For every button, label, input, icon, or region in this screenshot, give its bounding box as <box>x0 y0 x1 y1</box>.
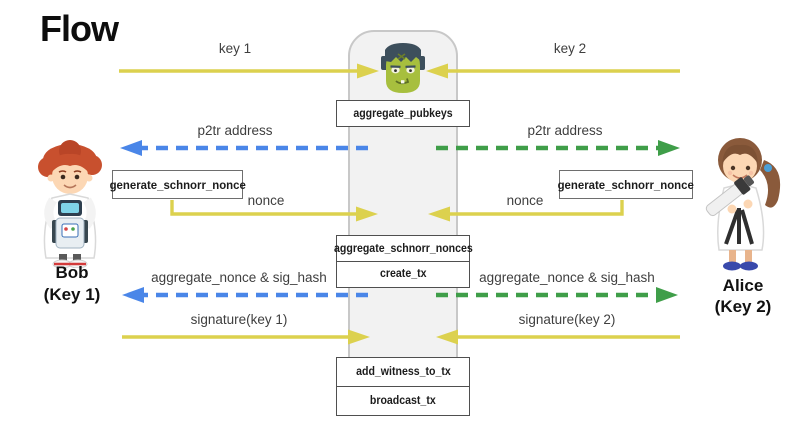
nonce-left-label: nonce <box>247 193 285 208</box>
generate-schnorr-nonce-box-left: generate_schnorr_nonce <box>109 170 246 199</box>
step-broadcast-tx: broadcast_tx <box>336 385 470 416</box>
nonce-right-label: nonce <box>506 193 544 208</box>
p2tr-address-left-label: p2tr address <box>197 123 273 138</box>
signature-key1-label: signature(key 1) <box>190 312 288 327</box>
bob-name-label: Bob <box>55 263 89 282</box>
frankenstein-icon <box>381 43 425 93</box>
box-label: generate_schnorr_nonce <box>109 177 246 192</box>
bob-character-image <box>38 140 102 268</box>
step-create-tx: create_tx <box>336 260 470 288</box>
step-label: aggregate_pubkeys <box>353 107 453 120</box>
step-label: broadcast_tx <box>370 394 436 407</box>
page-title: Flow <box>40 8 119 49</box>
step-label: aggregate_schnorr_nonces <box>333 242 473 255</box>
p2tr-address-left-arrow <box>120 140 368 156</box>
step-aggregate-pubkeys: aggregate_pubkeys <box>336 100 470 127</box>
p2tr-address-right-arrow <box>436 140 680 156</box>
generate-schnorr-nonce-box-right: generate_schnorr_nonce <box>557 170 695 199</box>
bob-key-label: (Key 1) <box>43 285 101 304</box>
step-label: create_tx <box>379 268 427 280</box>
alice-name-label: Alice <box>722 276 764 295</box>
p2tr-address-right-label: p2tr address <box>527 123 603 138</box>
signature-key2-label: signature(key 2) <box>518 312 616 327</box>
aggregate-nonce-left-label: aggregate_nonce & sig_hash <box>151 270 327 285</box>
alice-character-image <box>705 138 781 271</box>
alice-key-label: (Key 2) <box>714 297 772 316</box>
signature-key2-arrow <box>436 329 680 345</box>
step-add-witness-to-tx: add_witness_to_tx <box>336 357 470 387</box>
key2-label: key 2 <box>553 41 587 56</box>
box-label: generate_schnorr_nonce <box>557 177 695 192</box>
signature-key1-arrow <box>122 329 370 345</box>
nonce-right-arrow <box>428 200 624 222</box>
key1-arrow <box>119 63 379 79</box>
aggregate-nonce-right-arrow <box>436 287 678 303</box>
nonce-left-arrow <box>170 200 378 222</box>
aggregate-nonce-right-label: aggregate_nonce & sig_hash <box>479 270 655 285</box>
key2-arrow <box>426 63 680 79</box>
aggregate-nonce-left-arrow <box>122 287 368 303</box>
key1-label: key 1 <box>218 41 252 56</box>
step-aggregate-schnorr-nonces: aggregate_schnorr_nonces <box>333 235 473 262</box>
protocol-column <box>348 30 458 413</box>
step-label: add_witness_to_tx <box>355 366 451 378</box>
